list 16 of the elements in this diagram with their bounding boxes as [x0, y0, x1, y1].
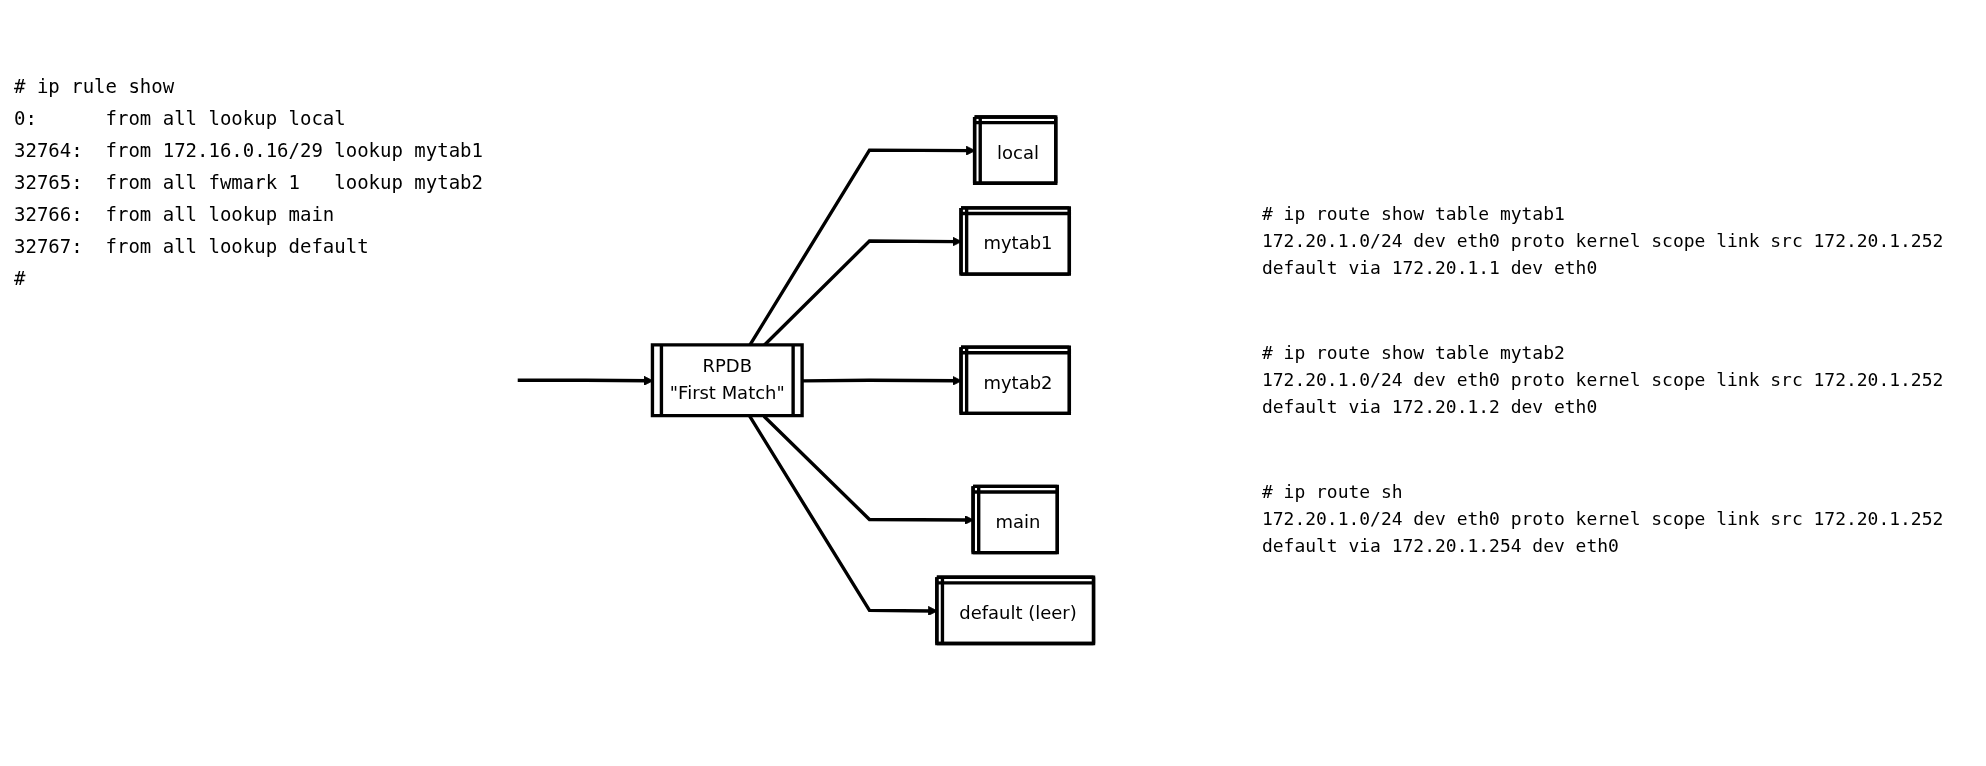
node-label: # ip route show table mytab2	[1261, 341, 1565, 364]
node-label: default via 172.20.1.254 dev eth0	[1261, 534, 1619, 557]
node-label: default via 172.20.1.1 dev eth0	[1261, 256, 1598, 278]
node-label: default via 172.20.1.2 dev eth0	[1261, 395, 1598, 418]
command-output-line: 32767: from all lookup default	[14, 234, 370, 259]
node-label: # ip route sh	[1261, 481, 1403, 503]
command-output-line: 0: from all lookup local	[14, 106, 347, 131]
command-output-line: 32766: from all lookup main	[14, 202, 336, 227]
node-label: 172.20.1.0/24 dev eth0 proto kernel scope link src 172.20.1.252	[1261, 229, 1944, 251]
node-label: # ip route show table mytab1	[1261, 202, 1565, 224]
command-output-line: 32765: from all fwmark 1 lookup mytab2	[14, 170, 483, 195]
command-output-line: 32764: from 172.16.0.16/29 lookup mytab1	[14, 138, 483, 163]
command-output-line: # ip rule show	[14, 74, 176, 99]
command-output-line: #	[14, 266, 27, 291]
node-label: 172.20.1.0/24 dev eth0 proto kernel scope link src 172.20.1.252	[1261, 507, 1944, 530]
node-label: 172.20.1.0/24 dev eth0 proto kernel scope link src 172.20.1.252	[1261, 368, 1944, 391]
